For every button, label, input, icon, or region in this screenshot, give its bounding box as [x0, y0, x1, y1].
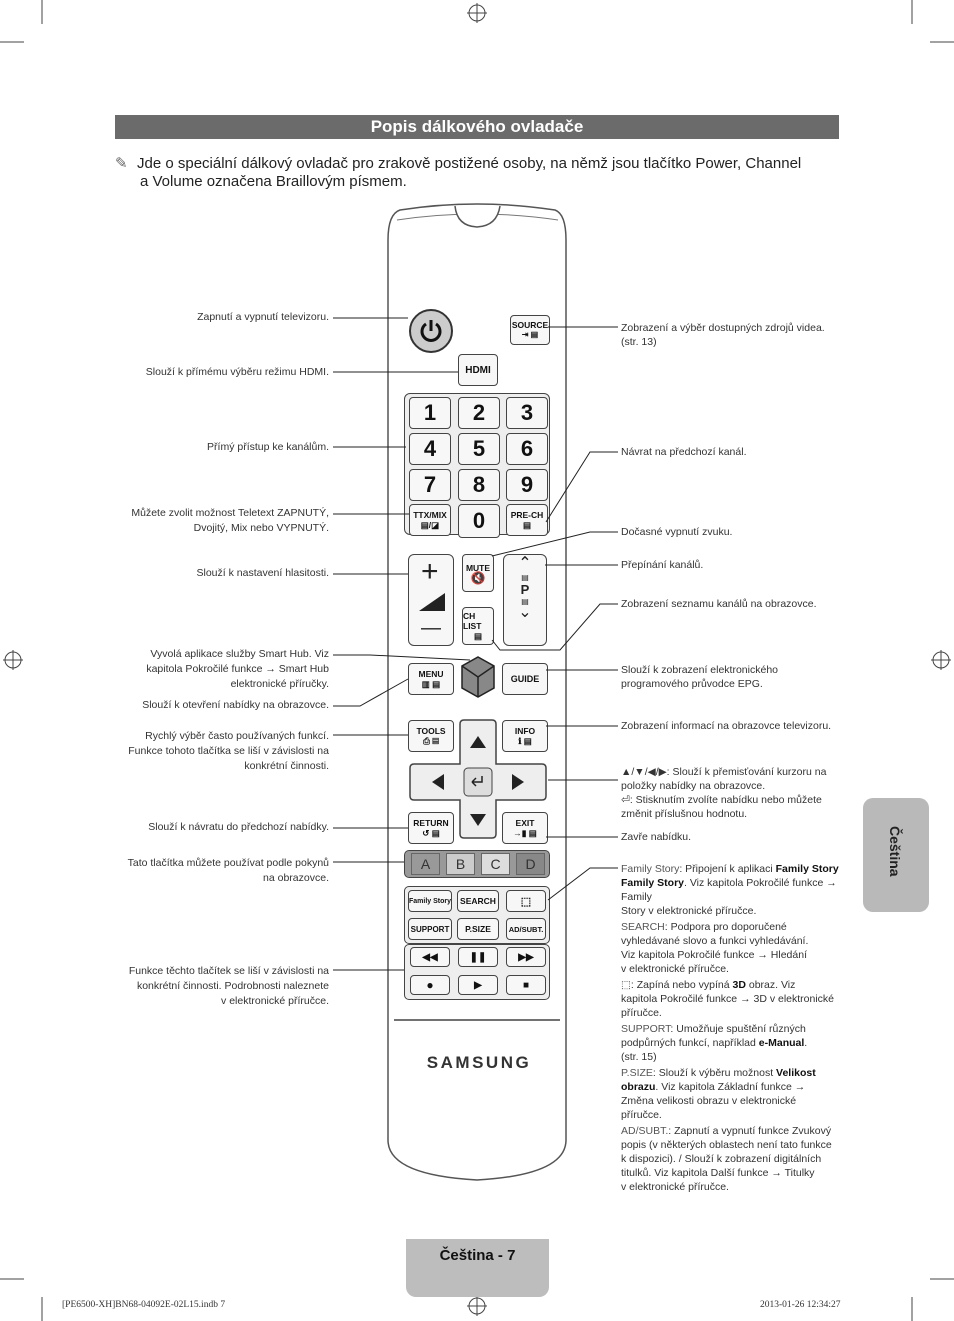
hdmi-button[interactable]: HDMI [458, 354, 498, 386]
source-button[interactable]: SOURCE⇥ ▤ [510, 315, 550, 345]
label-pre-ch: Návrat na předchozí kanál. [621, 446, 747, 458]
label-media: Funkce těchto tlačítek se liší v závislo… [128, 965, 329, 1007]
label-exit: Zavře nabídku. [621, 831, 692, 843]
digit-6-button[interactable]: 6 [506, 433, 548, 465]
pre-ch-button[interactable]: PRE-CH▤ [506, 504, 548, 536]
label-channel: Přepínání kanálů. [621, 559, 704, 571]
digit-9-button[interactable]: 9 [506, 469, 548, 501]
arrow-left-icon [432, 774, 444, 790]
volume-level-icon [419, 593, 445, 611]
brand-logo: SAMSUNG [426, 1053, 532, 1072]
direction-pad[interactable] [402, 718, 552, 844]
color-button-b[interactable]: B [446, 853, 475, 875]
volume-down-icon: — [421, 617, 441, 639]
label-power: Zapnutí a vypnutí televizoru. [197, 311, 329, 323]
label-mute: Dočasné vypnutí zvuku. [621, 526, 733, 538]
digit-3-button[interactable]: 3 [506, 397, 548, 429]
guide-button[interactable]: GUIDE [502, 663, 548, 695]
mute-button[interactable]: MUTE🔇 [462, 554, 494, 592]
digit-1-button[interactable]: 1 [409, 397, 451, 429]
label-return: Slouží k návratu do předchozí nabídky. [148, 821, 329, 833]
label-tools: Rychlý výběr často používaných funkcí.Fu… [128, 730, 329, 772]
menu-button[interactable]: MENU▥ ▤ [408, 663, 454, 695]
search-button[interactable]: SEARCH [457, 890, 499, 912]
braille-note: ✎Jde o speciální dálkový ovladač pro zra… [115, 155, 802, 190]
label-volume: Slouží k nastavení hlasitosti. [196, 567, 330, 579]
label-teletext: Můžete zvolit možnost Teletext ZAPNUTÝ,D… [131, 507, 329, 534]
label-function-buttons: Family Story: Připojení k aplikaci Famil… [621, 863, 839, 1193]
p-size-button[interactable]: P.SIZE [457, 918, 499, 940]
label-menu: Slouží k otevření nabídky na obrazovce. [142, 699, 329, 711]
return-button[interactable]: RETURN↺ ▤ [408, 812, 454, 844]
tools-button[interactable]: TOOLS⎙ ▤ [408, 720, 454, 752]
label-ch-list: Zobrazení seznamu kanálů na obrazovce. [621, 598, 817, 610]
arrow-right-icon [512, 774, 524, 790]
pause-button[interactable]: ❚❚ [458, 947, 498, 967]
channel-down-icon: ⌄ [518, 604, 532, 621]
label-info: Zobrazení informací na obrazovce televiz… [621, 720, 832, 732]
page-number: Čeština - 7 [406, 1239, 549, 1297]
file-name: [PE6500-XH]BN68-04092E-02L15.indb 7 [62, 1300, 226, 1310]
color-button-d[interactable]: D [516, 853, 545, 875]
record-button[interactable]: ● [410, 975, 450, 995]
label-navigation: ▲/▼/◀/▶: Slouží k přemisťování kurzoru n… [621, 766, 827, 820]
support-button[interactable]: SUPPORT [408, 918, 452, 940]
arrow-down-icon [470, 814, 486, 826]
arrow-up-icon [470, 736, 486, 748]
digit-7-button[interactable]: 7 [409, 469, 451, 501]
smart-hub-icon[interactable] [460, 655, 496, 699]
section-title: Popis dálkového ovladače [115, 115, 839, 139]
exit-button[interactable]: EXIT→▮ ▤ [502, 812, 548, 844]
label-color-buttons: Tato tlačítka můžete používat podle poky… [127, 857, 329, 884]
digit-4-button[interactable]: 4 [409, 433, 451, 465]
digit-8-button[interactable]: 8 [458, 469, 500, 501]
color-button-a[interactable]: A [411, 853, 440, 875]
digit-0-button[interactable]: 0 [458, 504, 500, 538]
stop-button[interactable]: ■ [506, 975, 546, 995]
print-date: 2013-01-26 12:34:27 [760, 1300, 841, 1310]
color-button-c[interactable]: C [481, 853, 510, 875]
ch-list-button[interactable]: CH LIST▤ [462, 607, 494, 645]
rewind-button[interactable]: ◀◀ [410, 947, 450, 967]
3d-icon: ⬚ [520, 895, 532, 908]
volume-up-icon: + [421, 555, 439, 588]
power-button[interactable] [409, 309, 453, 353]
ttx-mix-button[interactable]: TTX/MIX▤/◪ [409, 504, 451, 536]
label-hdmi: Slouží k přímému výběru režimu HDMI. [145, 366, 329, 378]
channel-rocker[interactable]: ⌃ ▤ P ▤ ⌄ [503, 554, 547, 646]
fast-forward-button[interactable]: ▶▶ [506, 947, 546, 967]
3d-icon: ⬚ [621, 979, 631, 991]
ad-subt-button[interactable]: AD/SUBT. [506, 918, 546, 940]
family-story-button[interactable]: Family Story [408, 890, 452, 912]
3d-button[interactable]: ⬚ [506, 890, 546, 912]
language-tab: Čeština [863, 798, 929, 912]
play-button[interactable]: ▶ [458, 975, 498, 995]
digit-2-button[interactable]: 2 [458, 397, 500, 429]
channel-up-icon: ⌃ [518, 555, 532, 572]
enter-icon [471, 776, 483, 787]
volume-rocker[interactable]: + — [408, 554, 454, 646]
channel-p-label: P [520, 582, 530, 597]
label-source: Zobrazení a výběr dostupných zdrojů vide… [621, 322, 825, 348]
enter-icon: ⏎ [621, 794, 630, 806]
digit-5-button[interactable]: 5 [458, 433, 500, 465]
label-channels: Přímý přístup ke kanálům. [207, 441, 329, 453]
power-icon [420, 320, 442, 342]
pencil-icon: ✎ [115, 155, 128, 172]
